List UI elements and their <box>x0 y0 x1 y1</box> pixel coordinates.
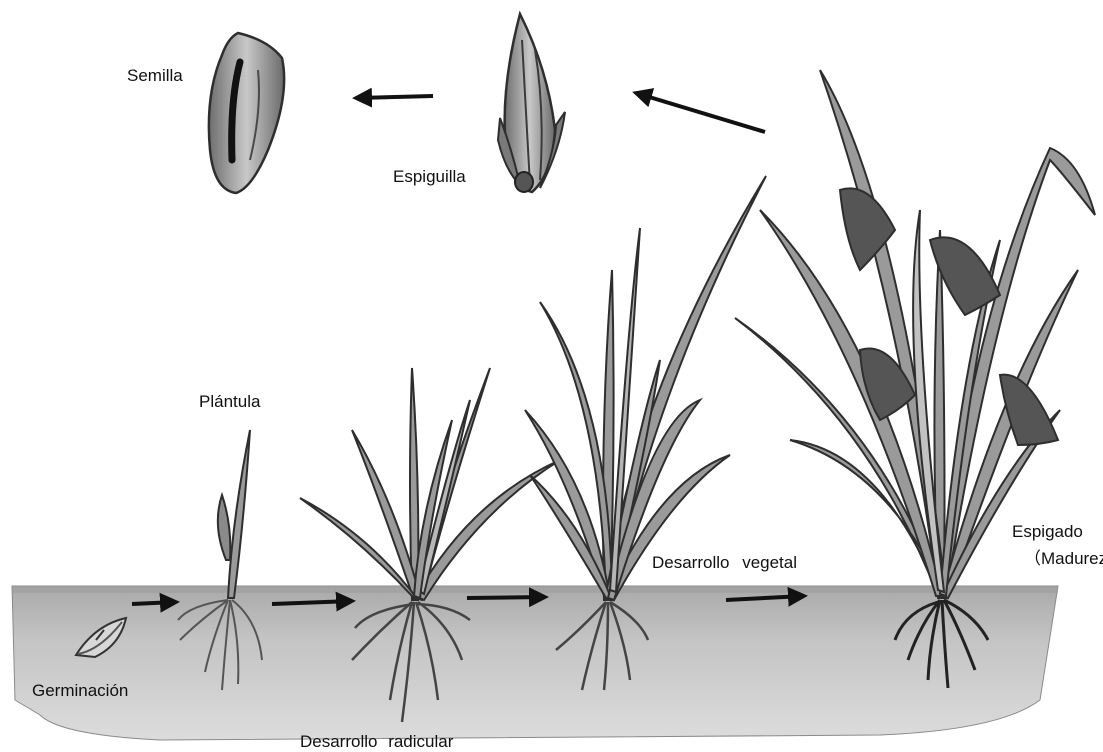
soil-band <box>12 586 1058 740</box>
seed-illustration <box>209 33 284 193</box>
arrow-to-seed <box>356 96 433 98</box>
label-heading: Espigado <box>1012 522 1083 542</box>
label-vegetative-development: Desarrollo vegetal <box>652 553 797 573</box>
arrow-to-spikelet <box>636 93 765 132</box>
spikelet-illustration <box>498 14 565 192</box>
label-spikelet: Espiguilla <box>393 167 466 187</box>
arrow-root-to-vegetal <box>467 597 545 598</box>
label-germination: Germinación <box>32 681 128 701</box>
arrow-germination-to-seedling <box>132 602 176 604</box>
label-maturity: （Madurez） <box>1024 549 1103 569</box>
label-seedling: Plántula <box>199 392 260 412</box>
label-seed: Semilla <box>127 66 183 86</box>
label-root-development: Desarrollo radicular <box>300 732 453 752</box>
